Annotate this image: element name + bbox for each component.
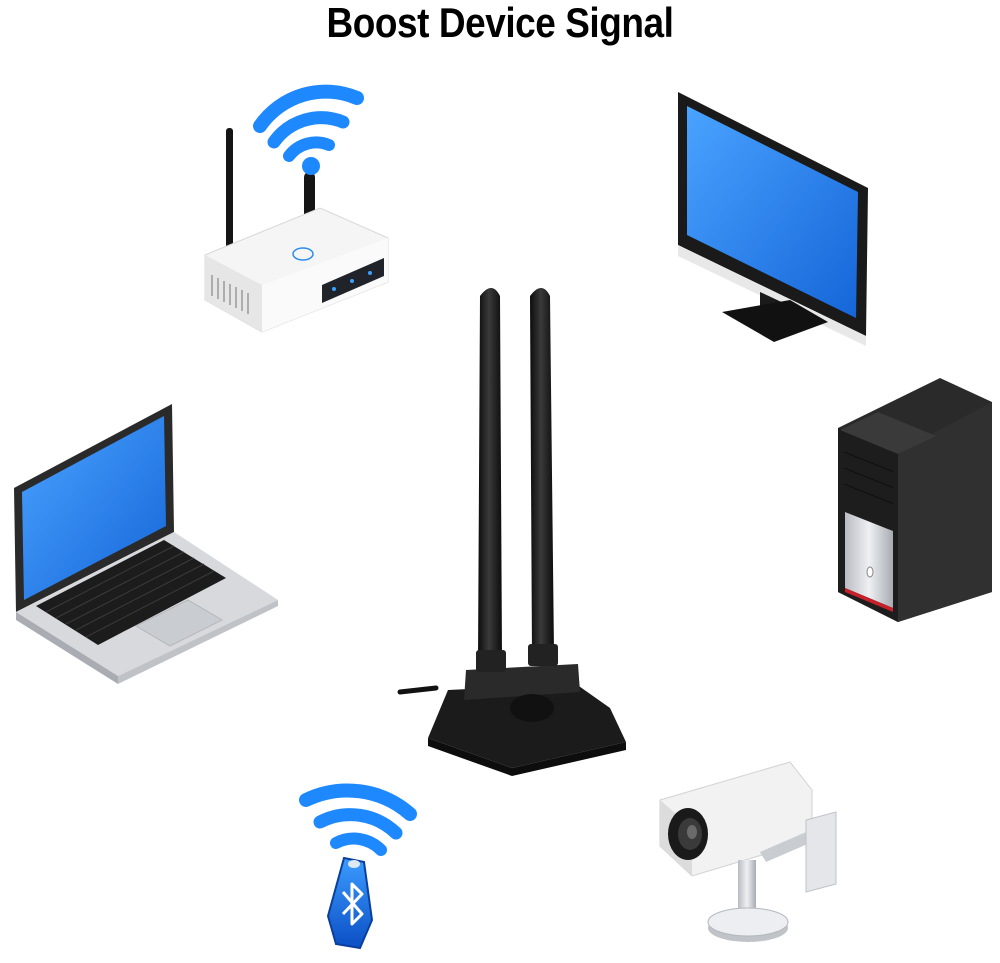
router-icon	[204, 84, 389, 333]
laptop-icon	[14, 404, 278, 684]
tower-pc-icon	[838, 378, 992, 622]
page-title: Boost Device Signal	[326, 0, 674, 46]
wifi-signal-icon	[253, 84, 364, 175]
bluetooth-tag-icon	[299, 783, 417, 950]
monitor-icon	[678, 92, 868, 346]
security-camera-icon	[659, 761, 837, 942]
dual-antenna-icon	[397, 288, 626, 776]
